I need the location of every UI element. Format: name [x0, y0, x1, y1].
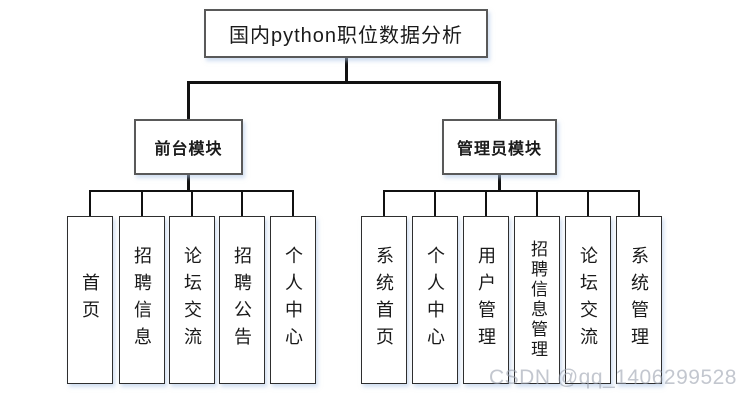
connector-drop-recruit-info [141, 190, 143, 216]
connector-drop-recruit-info-mgmt [536, 190, 538, 216]
connector-root-vertical [345, 58, 348, 82]
leaf-forum: 论坛交流 [169, 216, 215, 384]
leaf-recruit-info: 招聘信息 [119, 216, 165, 384]
leaf-system-home: 系统首页 [361, 216, 407, 384]
connector-to-admin-module [498, 81, 501, 119]
leaf-personal-center-admin: 个人中心 [412, 216, 458, 384]
csdn-watermark: CSDN @qq_1406299528 [489, 366, 737, 389]
connector-drop-personal-center [292, 190, 294, 216]
admin-module-node: 管理员模块 [442, 119, 557, 175]
leaf-forum-admin: 论坛交流 [565, 216, 611, 384]
leaf-user-mgmt: 用户管理 [463, 216, 509, 384]
connector-drop-forum [191, 190, 193, 216]
connector-drop-system-home [383, 190, 385, 216]
admin-module-label: 管理员模块 [456, 141, 542, 158]
connector-drop-recruit-notice [241, 190, 243, 216]
leaf-recruit-info-mgmt: 招聘信息管理 [514, 216, 560, 384]
connector-admin-fan-horizontal [383, 190, 640, 192]
root-node-title: 国内python职位数据分析 [204, 9, 488, 58]
connector-to-front-module [187, 81, 190, 119]
leaf-home: 首页 [67, 216, 113, 384]
connector-drop-personal-center-admin [434, 190, 436, 216]
connector-drop-system-mgmt [638, 190, 640, 216]
front-module-node: 前台模块 [134, 119, 243, 175]
connector-admin-stub [498, 175, 501, 191]
connector-front-stub [187, 175, 190, 191]
leaf-recruit-notice: 招聘公告 [219, 216, 265, 384]
leaf-system-mgmt: 系统管理 [616, 216, 662, 384]
connector-drop-forum-admin [587, 190, 589, 216]
connector-root-horizontal [187, 81, 501, 84]
leaf-personal-center: 个人中心 [270, 216, 316, 384]
root-node-label: 国内python职位数据分析 [228, 25, 464, 47]
connector-drop-home [89, 190, 91, 216]
front-module-label: 前台模块 [154, 141, 223, 158]
connector-drop-user-mgmt [485, 190, 487, 216]
